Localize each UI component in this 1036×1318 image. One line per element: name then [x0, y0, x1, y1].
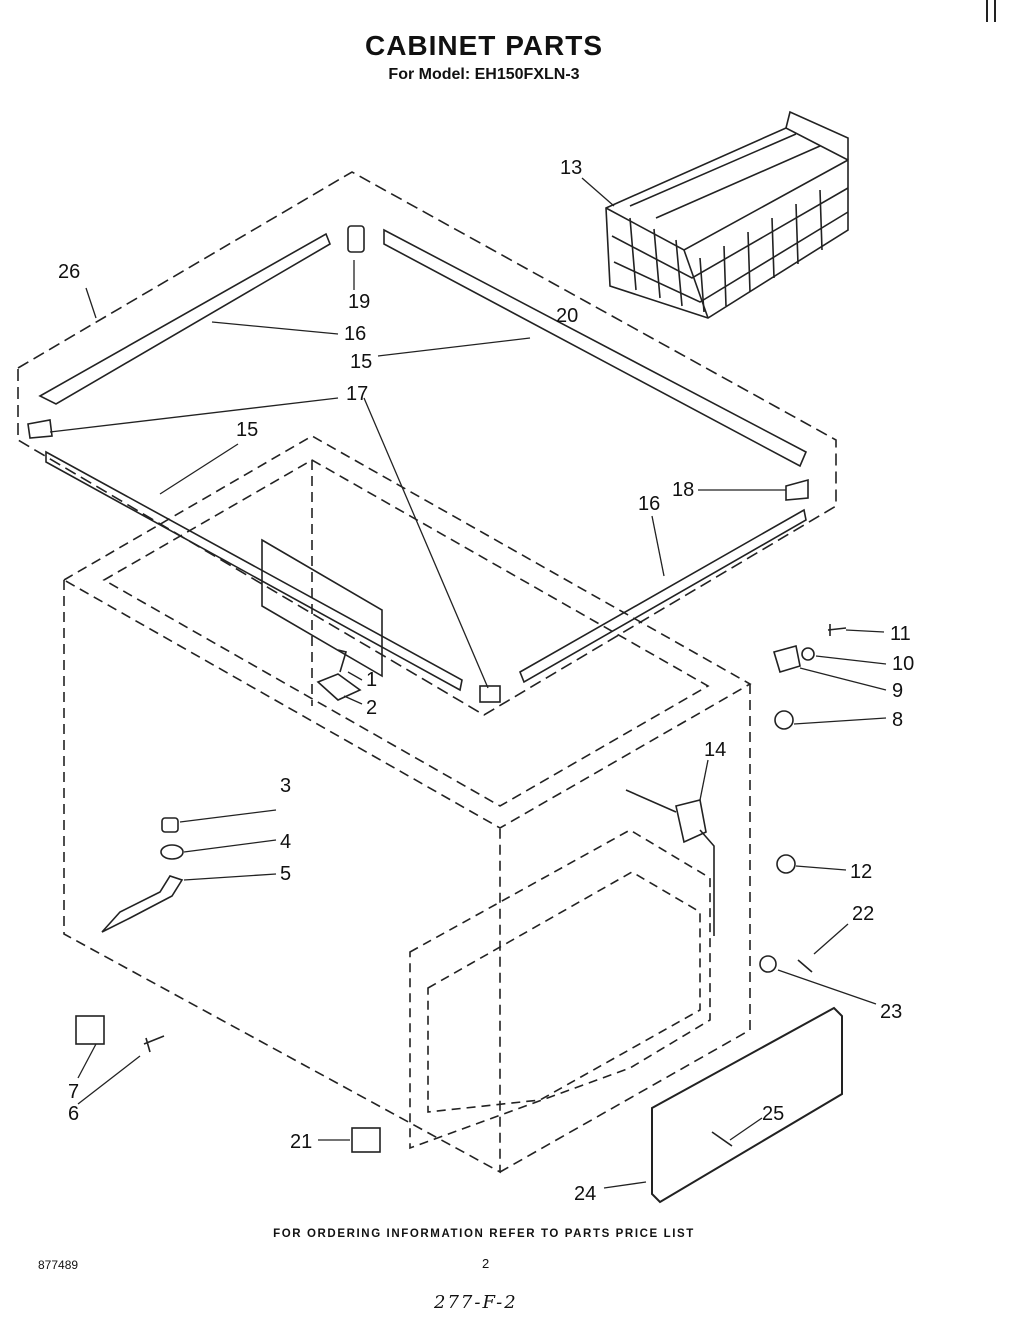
- callout-3: 3: [280, 775, 291, 797]
- cabinet-inner-top: [102, 459, 710, 807]
- thermostat: [625, 789, 715, 936]
- compartment-inner: [427, 871, 701, 1113]
- gasket-strip-front-right: [518, 508, 807, 684]
- ordering-note: FOR ORDERING INFORMATION REFER TO PARTS …: [273, 1228, 695, 1240]
- callout-14: 14: [704, 739, 726, 761]
- corner-mark: [986, 0, 996, 22]
- document-number: 877489: [38, 1258, 79, 1272]
- screw-25: [711, 1131, 733, 1147]
- callout-25: 25: [762, 1103, 784, 1125]
- callout-23: 23: [880, 1001, 902, 1023]
- callout-21: 21: [290, 1131, 312, 1153]
- screw-11: [827, 624, 847, 636]
- callout-6: 6: [68, 1103, 79, 1125]
- gasket-strip-back-left: [38, 232, 331, 405]
- wire-basket: [605, 110, 849, 319]
- bracket-17-left: [27, 419, 53, 439]
- callout-16-top: 16: [344, 323, 366, 345]
- callout-19: 19: [348, 291, 370, 313]
- plate-2: [316, 673, 362, 701]
- screw-1: [337, 649, 348, 673]
- callout-18: 18: [672, 479, 694, 501]
- nut-23: [759, 955, 777, 973]
- callout-4: 4: [280, 831, 291, 853]
- callout-8: 8: [892, 709, 903, 731]
- callout-22: 22: [852, 903, 874, 925]
- handwritten-code: 277-F-2: [434, 1292, 518, 1313]
- washer-10: [801, 647, 815, 661]
- grille-panel: [651, 1006, 843, 1204]
- callout-26: 26: [58, 261, 80, 283]
- gasket-strip-front-left: [45, 450, 463, 692]
- hinge-bracket: [772, 645, 801, 673]
- callout-11: 11: [890, 623, 911, 645]
- screw-22: [797, 959, 813, 973]
- hinge-plate: [261, 538, 383, 678]
- callout-1: 1: [366, 669, 377, 691]
- gasket-strip-back-right: [383, 228, 808, 468]
- callout-labels: 13 26 19 16 20 15 17 15 18 16 11 10 9 1 …: [58, 157, 914, 1205]
- page-title: CABINET PARTS: [364, 30, 604, 61]
- callout-12: 12: [850, 861, 872, 883]
- drain-washer: [160, 844, 184, 860]
- cabinet-front-left: [63, 580, 501, 1174]
- drain-cap: [161, 817, 179, 833]
- callout-24: 24: [574, 1183, 596, 1205]
- callout-7: 7: [68, 1081, 79, 1103]
- callout-20: 20: [556, 305, 578, 327]
- drain-tube: [101, 875, 184, 933]
- model-subtitle: For Model: EH150FXLN-3: [388, 66, 580, 83]
- cabinet-right-side: [499, 684, 751, 1173]
- page-number: 2: [482, 1256, 490, 1271]
- callout-10: 10: [892, 653, 914, 675]
- callout-15-left: 15: [236, 419, 258, 441]
- compressor-compartment: [409, 829, 711, 1150]
- bracket-18: [785, 478, 809, 501]
- part-21: [351, 1127, 381, 1153]
- lid-stop-19: [347, 225, 365, 253]
- callout-9: 9: [892, 680, 903, 702]
- callout-16-right: 16: [638, 493, 660, 515]
- callout-17: 17: [346, 383, 368, 405]
- grommet-8: [774, 710, 794, 730]
- lid-outline: [17, 171, 837, 716]
- callout-5: 5: [280, 863, 291, 885]
- screw-6: [143, 1035, 165, 1053]
- leveling-leg: [75, 1015, 105, 1045]
- bracket-17-front: [479, 685, 501, 703]
- callout-15-top: 15: [350, 351, 372, 373]
- grommet-12: [776, 854, 796, 874]
- callout-13: 13: [560, 157, 582, 179]
- callout-2: 2: [366, 697, 377, 719]
